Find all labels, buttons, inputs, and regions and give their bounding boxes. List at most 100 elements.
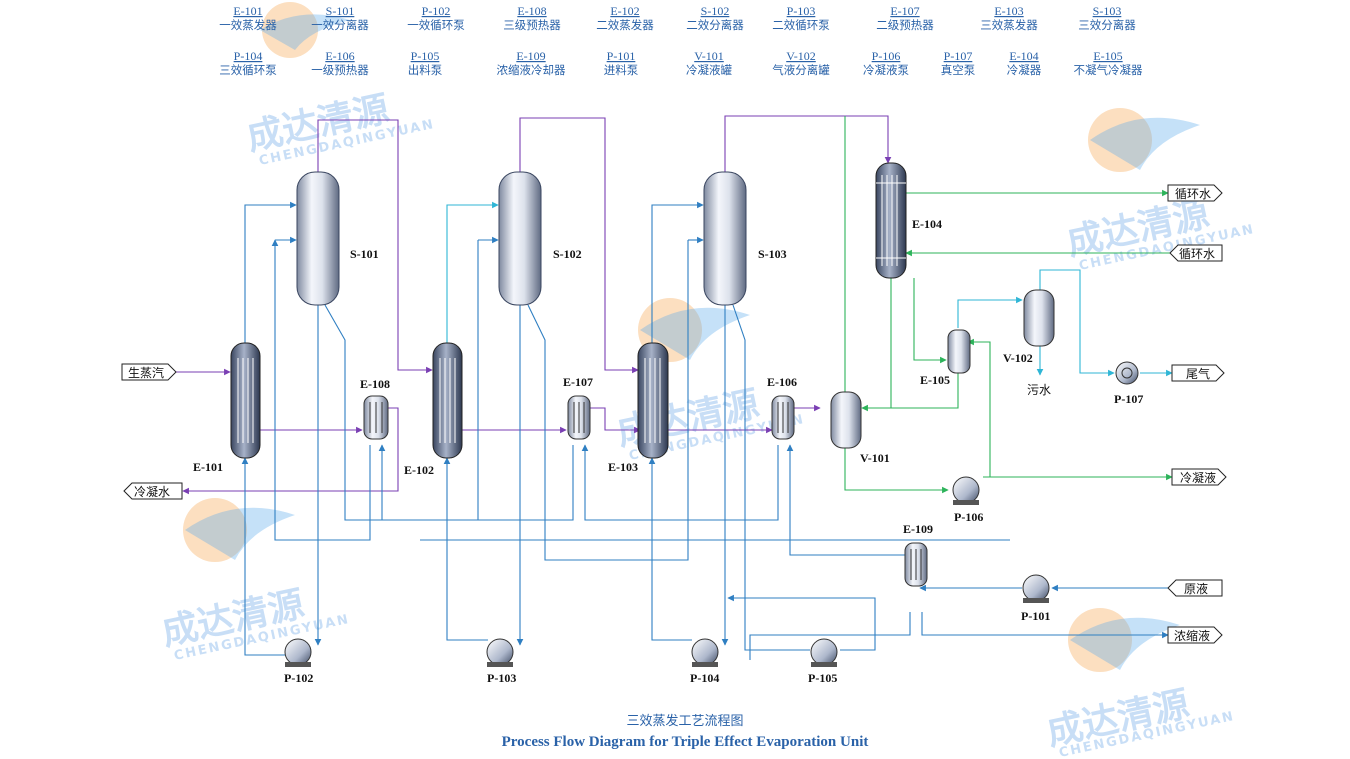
separator-s101[interactable] bbox=[296, 171, 340, 306]
condenser-e105[interactable] bbox=[947, 329, 971, 374]
legend-code: S-103 bbox=[1093, 4, 1122, 18]
label-p105: P-105 bbox=[808, 671, 837, 685]
legend-name: 冷凝液罐 bbox=[686, 63, 732, 77]
label-p102: P-102 bbox=[284, 671, 313, 685]
pump-p105[interactable] bbox=[810, 638, 838, 667]
label-e104: E-104 bbox=[912, 217, 942, 231]
pump-p104[interactable] bbox=[691, 638, 719, 667]
pump-p101[interactable] bbox=[1022, 574, 1050, 603]
tag-condensate-liquid-label: 冷凝液 bbox=[1180, 470, 1216, 485]
legend-name: 二级预热器 bbox=[876, 18, 934, 32]
vacuum-pump-p107[interactable] bbox=[1115, 361, 1139, 385]
pump-p102[interactable] bbox=[284, 638, 312, 667]
cooler-e109[interactable] bbox=[904, 542, 928, 587]
legend-name: 真空泵 bbox=[941, 63, 976, 77]
pump-p103[interactable] bbox=[486, 638, 514, 667]
pump-p106[interactable] bbox=[952, 476, 980, 505]
tag-raw-liquid: 原液 bbox=[1167, 579, 1223, 597]
tag-steam-label: 生蒸汽 bbox=[128, 365, 164, 380]
legend-name: 三效循环泵 bbox=[219, 63, 277, 77]
legend-name: 三级预热器 bbox=[503, 18, 561, 32]
tag-cooling-water-in: 循环水 bbox=[1169, 244, 1223, 262]
legend-name: 三效蒸发器 bbox=[980, 18, 1038, 32]
tag-steam: 生蒸汽 bbox=[121, 363, 177, 381]
legend-name: 冷凝器 bbox=[1007, 63, 1042, 77]
legend-code: P-106 bbox=[872, 49, 901, 63]
legend-name: 进料泵 bbox=[604, 63, 639, 77]
legend-name: 不凝气冷凝器 bbox=[1074, 63, 1143, 77]
preheater-e106[interactable] bbox=[771, 395, 795, 440]
label-s102: S-102 bbox=[553, 247, 582, 261]
legend-code: E-108 bbox=[517, 4, 546, 18]
label-e103: E-103 bbox=[608, 460, 638, 474]
label-e108: E-108 bbox=[360, 377, 390, 391]
legend-name: 气液分离罐 bbox=[772, 63, 830, 77]
legend-code: P-102 bbox=[422, 4, 451, 18]
label-e105: E-105 bbox=[920, 373, 950, 387]
legend-name: 二效循环泵 bbox=[772, 18, 830, 32]
separator-s102[interactable] bbox=[498, 171, 542, 306]
separator-s103[interactable] bbox=[703, 171, 747, 306]
legend-code: P-107 bbox=[944, 49, 973, 63]
label-p107: P-107 bbox=[1114, 392, 1143, 406]
tag-concentrate: 浓缩液 bbox=[1167, 626, 1223, 644]
label-p103: P-103 bbox=[487, 671, 516, 685]
legend-code: E-103 bbox=[994, 4, 1023, 18]
legend-code: P-103 bbox=[787, 4, 816, 18]
tag-cooling-water-out: 循环水 bbox=[1167, 184, 1223, 202]
evaporator-e101[interactable] bbox=[230, 342, 261, 459]
label-e102: E-102 bbox=[404, 463, 434, 477]
evaporator-e103[interactable] bbox=[637, 342, 669, 459]
legend-name: 一效蒸发器 bbox=[219, 18, 277, 32]
preheater-e108[interactable] bbox=[363, 395, 389, 440]
label-v101: V-101 bbox=[860, 451, 890, 465]
legend-name: 一级预热器 bbox=[311, 63, 369, 77]
label-e106: E-106 bbox=[767, 375, 797, 389]
label-e101: E-101 bbox=[193, 460, 223, 474]
label-e107: E-107 bbox=[563, 375, 593, 389]
legend-code: E-104 bbox=[1009, 49, 1038, 63]
label-s101: S-101 bbox=[350, 247, 379, 261]
title-en: Process Flow Diagram for Triple Effect E… bbox=[502, 734, 869, 750]
label-p106: P-106 bbox=[954, 510, 983, 524]
legend-code: S-102 bbox=[701, 4, 730, 18]
evaporator-e102[interactable] bbox=[432, 342, 463, 459]
condenser-e104[interactable] bbox=[875, 162, 907, 279]
preheater-e107[interactable] bbox=[567, 395, 591, 440]
legend-name: 出料泵 bbox=[408, 63, 443, 77]
legend-code: S-101 bbox=[326, 4, 355, 18]
legend-name: 二效分离器 bbox=[686, 18, 744, 32]
legend-code: P-105 bbox=[411, 49, 440, 63]
legend-code: P-101 bbox=[607, 49, 636, 63]
legend-code: E-105 bbox=[1093, 49, 1122, 63]
label-p104: P-104 bbox=[690, 671, 719, 685]
tag-tail-gas: 尾气 bbox=[1171, 364, 1225, 382]
tag-sewage: 污水 bbox=[1027, 383, 1051, 397]
tag-condensate-water-label: 冷凝水 bbox=[134, 484, 170, 499]
legend-code: E-101 bbox=[233, 4, 262, 18]
piping bbox=[170, 115, 1173, 660]
legend-name: 冷凝液泵 bbox=[863, 63, 909, 77]
legend-code: E-102 bbox=[610, 4, 639, 18]
legend-name: 一效循环泵 bbox=[407, 18, 465, 32]
tag-condensate-water: 冷凝水 bbox=[123, 482, 183, 500]
tag-concentrate-label: 浓缩液 bbox=[1174, 628, 1210, 643]
tag-tail-gas-label: 尾气 bbox=[1186, 366, 1210, 381]
tag-cooling-water-out-label: 循环水 bbox=[1175, 187, 1211, 201]
label-s103: S-103 bbox=[758, 247, 787, 261]
legend-code: E-106 bbox=[325, 49, 354, 63]
legend-code: V-101 bbox=[694, 49, 724, 63]
legend-name: 浓缩液冷却器 bbox=[497, 63, 566, 77]
legend-code: E-109 bbox=[516, 49, 545, 63]
title-cn: 三效蒸发工艺流程图 bbox=[626, 713, 743, 729]
legend-name: 一效分离器 bbox=[311, 18, 369, 32]
tank-v102[interactable] bbox=[1023, 289, 1055, 347]
label-v102: V-102 bbox=[1003, 351, 1033, 365]
legend: E-101 一效蒸发器 S-101 一效分离器 P-102 一效循环泵 E-10… bbox=[219, 4, 1143, 77]
legend-code: P-104 bbox=[234, 49, 263, 63]
tank-v101[interactable] bbox=[830, 391, 862, 449]
tag-cooling-water-in-label: 循环水 bbox=[1179, 247, 1215, 261]
tag-raw-liquid-label: 原液 bbox=[1184, 581, 1208, 596]
legend-code: E-107 bbox=[890, 4, 919, 18]
